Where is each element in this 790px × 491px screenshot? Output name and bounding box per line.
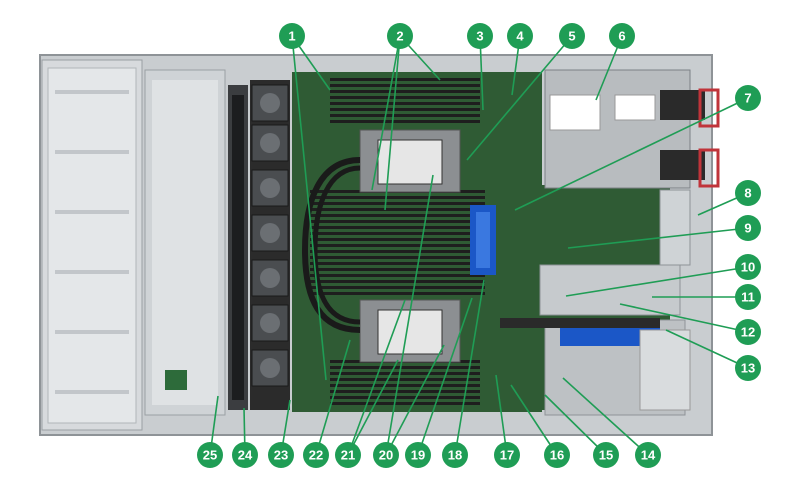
- leader-lines: [209, 35, 749, 456]
- callout-label: 10: [741, 260, 755, 275]
- callout-circle: [544, 442, 570, 468]
- callout-9[interactable]: 9: [735, 215, 761, 241]
- callout-circle: [467, 23, 493, 49]
- callout-label: 13: [741, 361, 755, 376]
- callout-label: 18: [448, 448, 462, 463]
- callout-label: 2: [396, 29, 403, 44]
- callout-15[interactable]: 15: [593, 442, 619, 468]
- callout-1[interactable]: 1: [279, 23, 305, 49]
- callout-circle: [279, 23, 305, 49]
- callout-20[interactable]: 20: [373, 442, 399, 468]
- callout-circle: [735, 284, 761, 310]
- callout-12[interactable]: 12: [735, 319, 761, 345]
- callout-5[interactable]: 5: [559, 23, 585, 49]
- callout-circle: [635, 442, 661, 468]
- callout-label: 4: [516, 29, 524, 44]
- callout-21[interactable]: 21: [335, 442, 361, 468]
- callout-label: 20: [379, 448, 393, 463]
- callout-10[interactable]: 10: [735, 254, 761, 280]
- callout-circle: [609, 23, 635, 49]
- callout-19[interactable]: 19: [405, 442, 431, 468]
- callout-circle: [559, 23, 585, 49]
- callout-label: 5: [568, 29, 575, 44]
- callout-17[interactable]: 17: [494, 442, 520, 468]
- callout-label: 7: [744, 91, 751, 106]
- callout-circle: [373, 442, 399, 468]
- callout-22[interactable]: 22: [303, 442, 329, 468]
- callout-label: 25: [203, 448, 217, 463]
- callout-label: 21: [341, 448, 355, 463]
- callout-circle: [735, 355, 761, 381]
- callout-label: 9: [744, 221, 751, 236]
- callout-16[interactable]: 16: [544, 442, 570, 468]
- callout-label: 12: [741, 325, 755, 340]
- callout-23[interactable]: 23: [268, 442, 294, 468]
- callout-circle: [442, 442, 468, 468]
- callout-circle: [268, 442, 294, 468]
- callout-label: 16: [550, 448, 564, 463]
- callout-circle: [387, 23, 413, 49]
- callout-label: 24: [238, 448, 253, 463]
- callout-18[interactable]: 18: [442, 442, 468, 468]
- callout-circle: [303, 442, 329, 468]
- callout-label: 15: [599, 448, 613, 463]
- callout-label: 6: [618, 29, 625, 44]
- callout-label: 23: [274, 448, 288, 463]
- callout-7[interactable]: 7: [735, 85, 761, 111]
- callout-circle: [735, 215, 761, 241]
- callout-25[interactable]: 25: [197, 442, 223, 468]
- callout-label: 22: [309, 448, 323, 463]
- callout-13[interactable]: 13: [735, 355, 761, 381]
- fan-array: [250, 80, 290, 410]
- callout-label: 19: [411, 448, 425, 463]
- callout-label: 11: [741, 290, 755, 305]
- callout-circle: [593, 442, 619, 468]
- callout-circle: [197, 442, 223, 468]
- callout-circle: [735, 319, 761, 345]
- callout-11[interactable]: 11: [735, 284, 761, 310]
- callout-circle: [232, 442, 258, 468]
- callout-6[interactable]: 6: [609, 23, 635, 49]
- processor-1: [359, 129, 461, 193]
- callout-circle: [735, 180, 761, 206]
- callout-24[interactable]: 24: [232, 442, 258, 468]
- callout-label: 14: [641, 448, 656, 463]
- callout-circle: [405, 442, 431, 468]
- callout-label: 3: [476, 29, 483, 44]
- pcie-riser-cages: [500, 189, 691, 416]
- callout-circle: [335, 442, 361, 468]
- callout-8[interactable]: 8: [735, 180, 761, 206]
- callout-label: 17: [500, 448, 514, 463]
- callout-label: 1: [288, 29, 295, 44]
- callout-circle: [507, 23, 533, 49]
- callout-4[interactable]: 4: [507, 23, 533, 49]
- callout-circle: [735, 254, 761, 280]
- callout-circle: [494, 442, 520, 468]
- power-supplies: [544, 69, 720, 189]
- callout-label: 8: [744, 186, 751, 201]
- callout-14[interactable]: 14: [635, 442, 661, 468]
- callout-circle: [735, 85, 761, 111]
- callout-3[interactable]: 3: [467, 23, 493, 49]
- callout-2[interactable]: 2: [387, 23, 413, 49]
